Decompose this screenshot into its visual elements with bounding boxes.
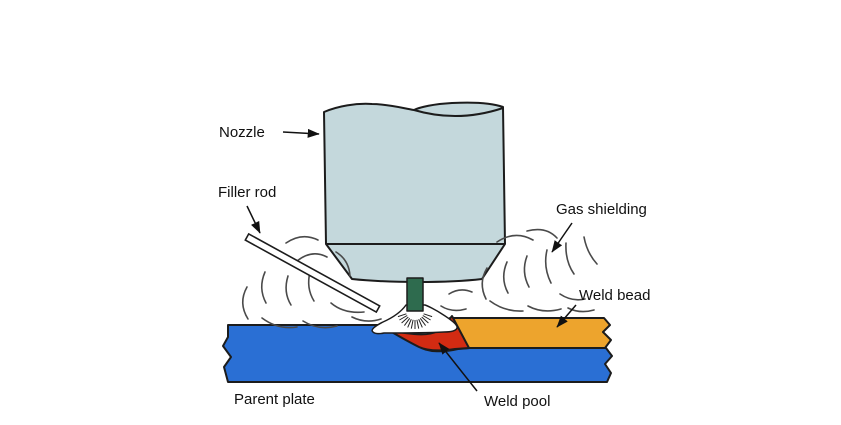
weld-pool-arrow (438, 342, 478, 392)
arc-fan (371, 304, 458, 335)
gas-swirls-left (241, 235, 382, 329)
nozzle-body (323, 101, 506, 283)
electrode (406, 277, 424, 312)
filler-rod (244, 232, 381, 314)
label-weld-pool: Weld pool (484, 393, 550, 410)
label-gas-shielding: Gas shielding (556, 201, 647, 218)
annotation-arrows (246, 128, 577, 392)
nozzle-arrow (282, 128, 320, 138)
label-filler-rod: Filler rod (218, 184, 276, 201)
label-nozzle: Nozzle (219, 124, 265, 141)
weld-bead (449, 317, 612, 349)
arc-hatch-lines (397, 313, 433, 329)
diagram-labels: Nozzle Filler rod Gas shielding Weld bea… (218, 124, 650, 410)
gas-swirls-right (440, 228, 598, 313)
nozzle-rim (413, 107, 504, 117)
label-weld-bead: Weld bead (579, 287, 650, 304)
gas-shielding-arrow (551, 222, 573, 253)
weld-bead-arrow (556, 304, 577, 328)
diagram-shapes (222, 101, 613, 383)
label-parent-plate: Parent plate (234, 391, 315, 408)
filler-rod-arrow (246, 205, 261, 234)
